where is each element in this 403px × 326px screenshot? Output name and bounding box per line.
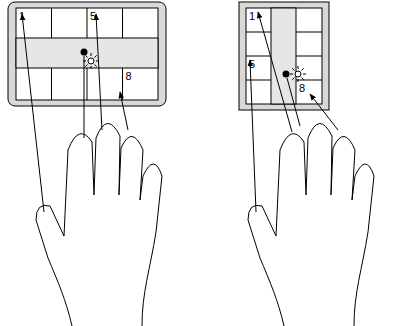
pointer-line bbox=[84, 56, 85, 138]
pointer-line bbox=[287, 78, 300, 126]
pointer-lines bbox=[22, 12, 338, 212]
grid-lines bbox=[246, 32, 322, 80]
light-symbol bbox=[290, 66, 306, 82]
pointer-arrow bbox=[120, 92, 128, 130]
touch-dot bbox=[81, 49, 88, 56]
grid-cell: 5 bbox=[246, 56, 271, 80]
pointer-arrow bbox=[250, 60, 256, 212]
hand bbox=[36, 123, 162, 326]
grid-cell: 8 bbox=[296, 80, 322, 104]
display-frame bbox=[8, 2, 166, 106]
cell-number: 1 bbox=[249, 10, 268, 22]
cell-number: 8 bbox=[126, 70, 156, 82]
touch-dot bbox=[283, 71, 290, 78]
pointer-arrow bbox=[258, 12, 292, 132]
highlight-band bbox=[16, 38, 158, 68]
hands bbox=[36, 123, 374, 326]
pointer-arrow bbox=[96, 14, 102, 130]
grid-cell: 1 bbox=[246, 8, 271, 32]
grid bbox=[246, 8, 322, 104]
hand bbox=[248, 123, 374, 326]
highlight-band bbox=[271, 8, 296, 104]
grid-cell: 8 bbox=[123, 68, 159, 100]
grid bbox=[16, 8, 158, 100]
grid-cell: 1 bbox=[16, 8, 52, 38]
landscape-display bbox=[8, 2, 166, 106]
display-frame bbox=[239, 2, 329, 110]
cell-number: 8 bbox=[299, 82, 319, 94]
grid-lines bbox=[52, 8, 123, 100]
light-symbol bbox=[83, 53, 99, 69]
pointer-arrow bbox=[22, 14, 44, 212]
cell-number: 1 bbox=[19, 10, 49, 22]
cell-number: 5 bbox=[249, 58, 268, 70]
grid-cell: 5 bbox=[87, 8, 123, 38]
cell-number: 5 bbox=[90, 10, 120, 22]
portrait-display bbox=[239, 2, 329, 110]
pointer-arrow bbox=[310, 94, 338, 130]
